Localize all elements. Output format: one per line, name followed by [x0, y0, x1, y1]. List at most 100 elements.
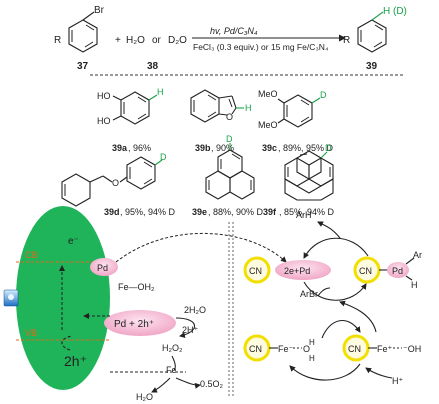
- product-structure: H (D) R 39: [343, 6, 407, 72]
- reactant-number: 37: [77, 61, 89, 72]
- water-oxidation-arrow: [175, 317, 196, 338]
- water-release-arrow: [151, 377, 171, 393]
- pd-hydride-bond: [405, 275, 413, 281]
- methoxy-bottom: MeO: [258, 120, 278, 130]
- pd-aryl-bond: [405, 257, 415, 265]
- label-39c: 39c: [262, 143, 277, 153]
- arene-label: ArH: [296, 210, 312, 220]
- hydroxide-label: ⁻OH: [403, 344, 421, 354]
- oxidized-iron-label: Fe⁺: [377, 344, 393, 354]
- oxygen-39d: O: [112, 178, 119, 188]
- heavy-water-reagent: D₂O: [168, 35, 187, 46]
- pd-center-label: Pd: [392, 266, 403, 276]
- pd-nanoparticle: [90, 258, 118, 276]
- label-39d: 39d: [104, 207, 120, 217]
- hydrogen-peroxide-label: H₂O₂: [162, 343, 183, 353]
- mark-39e: D: [226, 134, 233, 144]
- hydride-transfer-arrow: [321, 320, 361, 339]
- mark-39a: H: [157, 87, 164, 97]
- product-39e: D 39e , 88%, 90% D: [192, 134, 264, 217]
- reactant-substituent: Br: [94, 5, 105, 16]
- reductive-elimination-arrow: [303, 237, 369, 259]
- iron-reduction-arrow: [289, 363, 361, 381]
- hydroxyl-top: HO: [97, 91, 111, 101]
- mark-39f: D: [325, 143, 332, 153]
- fe-label: Fe: [166, 365, 177, 375]
- electron-transfer-arrow: [115, 232, 287, 263]
- label-39e: 39e: [192, 207, 207, 217]
- oxidative-addition-arrow: [303, 281, 367, 301]
- light-bulb-icon: [3, 289, 19, 307]
- cn-label-4: CN: [348, 344, 361, 354]
- electron-label: e⁻: [68, 236, 79, 247]
- yield-39e: , 88%, 90% D: [208, 207, 264, 217]
- arene-release-arrow: [317, 221, 341, 239]
- pd-label: Pd: [97, 263, 108, 273]
- proton-label: 2H⁺: [182, 325, 199, 335]
- hydroxyl-bottom: HO: [97, 116, 111, 126]
- conditions-top: hv, Pd/C₃N₄: [210, 26, 258, 36]
- reagent-number: 38: [147, 61, 159, 72]
- left-mechanism: CB VB e⁻ 2h⁺ Pd Fe—OH₂ Pd + 2h⁺ 2H₂O 2H⁺…: [3, 206, 287, 402]
- or-text: or: [152, 35, 162, 46]
- conditions-bottom: FeCl₃ (0.3 equiv.) or 15 mg Fe/C₃N₄: [193, 42, 329, 52]
- aryl-bromide-entry: [317, 287, 331, 297]
- reactant-r-group: R: [54, 35, 61, 46]
- water-h-bottom: H: [309, 354, 315, 363]
- yield-39d: , 95%, 94% D: [120, 207, 176, 217]
- yield-39c: , 89%, 95% D: [278, 143, 334, 153]
- mark-39d: D: [160, 152, 167, 162]
- holes-label: 2h⁺: [64, 353, 87, 369]
- water-label: 2H₂O: [184, 305, 206, 315]
- aryl-bromide-label: ArBr: [300, 289, 318, 299]
- oxygen-39b: O: [226, 112, 233, 122]
- pd-holes-particle: [104, 310, 176, 336]
- water-h-top: H: [309, 338, 315, 347]
- iron-regeneration-arrow: [339, 300, 377, 333]
- oxygen-label: 0.5O₂: [200, 379, 224, 389]
- electron-pd-label: 2e+Pd: [284, 266, 310, 276]
- plus-sign: +: [115, 35, 121, 46]
- proton-label-right: H⁺: [392, 376, 403, 386]
- yield-39a: , 96%: [128, 143, 151, 153]
- product-number: 39: [366, 61, 378, 72]
- pd-center: [387, 262, 409, 278]
- label-39a: 39a: [112, 143, 128, 153]
- electron-rich-pd: [275, 260, 331, 280]
- cn-label-1: CN: [249, 266, 262, 276]
- product-39c: MeO MeO D 39c , 89%, 95% D: [258, 89, 334, 153]
- product-39f: D 39f , 85%, 94% D: [263, 143, 335, 217]
- reaction-scheme: Br R 37 + H₂O or D₂O 38 hv, Pd/C₃N₄ FeCl…: [54, 5, 407, 76]
- carbon-nitride-1: [243, 256, 271, 284]
- conduction-band-label: CB: [25, 250, 38, 260]
- hydride-label: H: [411, 280, 418, 290]
- right-mechanism: CN 2e+Pd CN Pd Ar H ArH ArBr CN Fe⁻ O H …: [243, 210, 422, 386]
- water-oxygen-label: O: [303, 344, 310, 354]
- proton-entry-arrow: [365, 367, 393, 379]
- product-39d: O D 39d , 95%, 94% D: [61, 152, 176, 217]
- pd-holes-label: Pd + 2h⁺: [114, 319, 154, 330]
- product-39a: HO HO H 39a , 96%: [97, 87, 164, 153]
- fe-water-complex: Fe—OH₂: [118, 282, 155, 292]
- product-grid: HO HO H 39a , 96% O H 39b , 90%: [61, 87, 335, 217]
- label-39f: 39f: [263, 207, 277, 217]
- valence-band-label: VB: [25, 328, 37, 338]
- water-product-label: H₂O: [136, 392, 153, 402]
- product-r-group: R: [343, 35, 350, 46]
- hole-migration-arrow: [61, 335, 73, 351]
- mark-39c: D: [320, 90, 327, 100]
- product-substituent: H (D): [383, 6, 407, 17]
- reduced-iron-label: Fe⁻: [278, 344, 294, 354]
- oxygen-release-arrow: [175, 377, 201, 389]
- yield-39b: , 90%: [211, 143, 234, 153]
- peroxide-to-fe-link: [171, 355, 176, 371]
- water-reagent: H₂O: [126, 35, 145, 46]
- cn-label-2: CN: [359, 266, 372, 276]
- methoxy-top: MeO: [258, 89, 278, 99]
- reactant-structure: Br R 37: [54, 5, 105, 72]
- mark-39b: H: [245, 103, 252, 113]
- yield-39f: , 85%, 94% D: [279, 207, 335, 217]
- cn-label-3: CN: [249, 344, 262, 354]
- label-39b: 39b: [195, 143, 211, 153]
